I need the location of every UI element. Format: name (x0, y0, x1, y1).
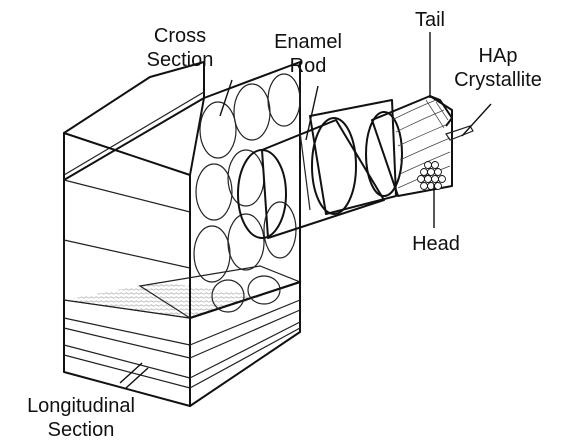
block-longitudinal-face (63, 132, 264, 407)
crystallite-bundle (365, 95, 453, 197)
block-cross-section-face (189, 61, 301, 319)
label-longitudinal-section: Longitudinal Section (27, 395, 135, 441)
cross-section-leader (219, 79, 233, 117)
block-top-face (63, 61, 205, 181)
hap-crystallite-leader (461, 103, 492, 137)
label-enamel-rod: Enamel Rod (274, 31, 342, 77)
label-head: Head (412, 233, 460, 255)
longitudinal-section-leader (119, 362, 143, 384)
single-crystallite (445, 125, 474, 141)
leader-lines (119, 32, 492, 389)
rod-sheath (309, 99, 397, 215)
longitudinal-section-leader-2 (125, 367, 149, 389)
label-cross-section: Cross Section (146, 25, 214, 71)
block-bottom-face (138, 265, 302, 407)
enamel-rod-leader (305, 85, 319, 141)
label-tail: Tail (414, 9, 445, 31)
label-hap-crystallite: HAp Crystallite (454, 45, 542, 91)
